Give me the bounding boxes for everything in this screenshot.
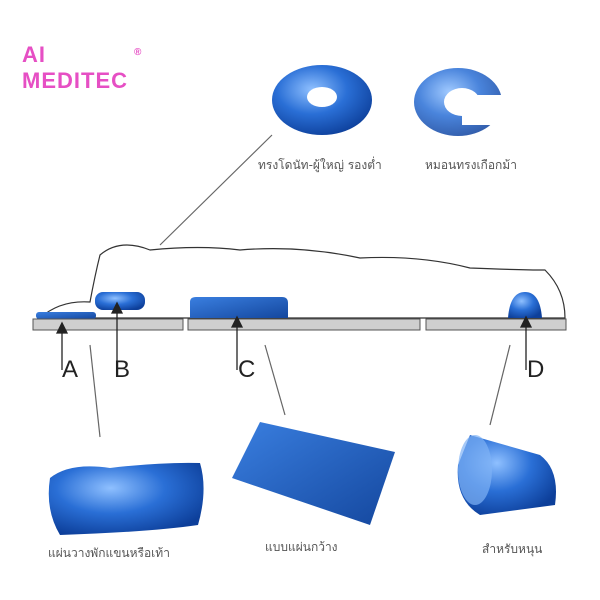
marker-c: C <box>238 356 256 383</box>
callout-lines <box>89 134 511 438</box>
marker-arrows <box>55 301 533 370</box>
roll-pad <box>457 435 556 515</box>
horseshoe-pillow <box>414 68 504 136</box>
logo-line1: AI <box>22 42 46 67</box>
arm-foot-pad <box>48 462 204 535</box>
wide-sheet-pad <box>232 422 395 525</box>
marker-b: B <box>114 356 131 383</box>
logo-line2: MEDITEC <box>22 68 128 93</box>
registered-mark: ® <box>134 47 143 58</box>
caption-roll: สำหรับหนุน <box>482 542 543 556</box>
ankle-roll <box>508 292 542 318</box>
brand-logo: AI MEDITEC ® <box>22 42 141 94</box>
arm-pad <box>36 312 96 319</box>
patient-outline <box>38 244 566 319</box>
head-pad <box>95 292 145 310</box>
marker-a: A <box>62 356 79 383</box>
donut-pillow <box>272 65 372 135</box>
marker-d: D <box>527 356 545 383</box>
caption-horseshoe: หมอนทรงเกือกม้า <box>425 158 517 172</box>
caption-wide-sheet: แบบแผ่นกว้าง <box>265 540 338 554</box>
chest-pad <box>190 297 288 318</box>
caption-arm-pad: แผ่นวางพักแขนหรือเท้า <box>48 546 170 560</box>
operating-table <box>32 318 567 331</box>
caption-donut: ทรงโดนัท-ผู้ใหญ่ รองต่ำ <box>258 158 382 172</box>
